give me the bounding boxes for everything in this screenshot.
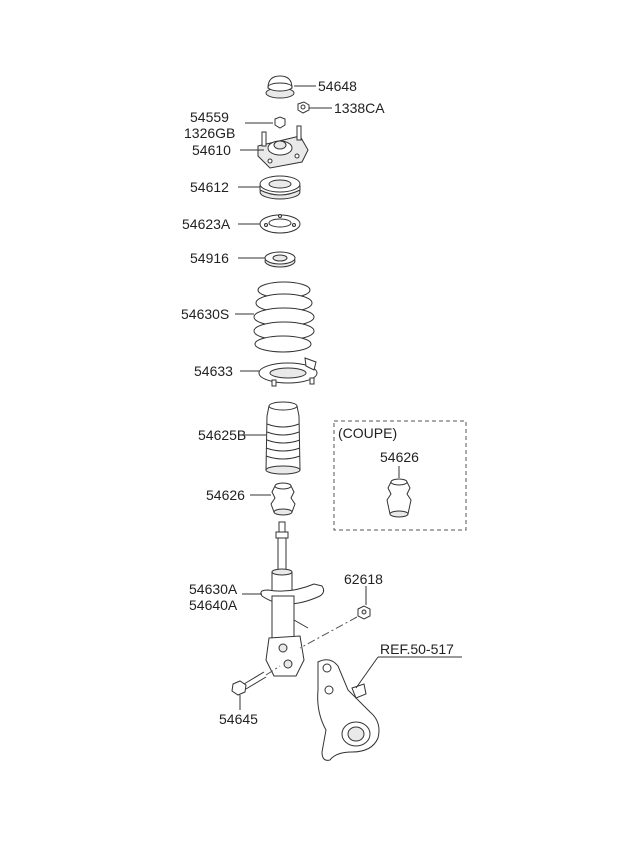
label-54916: 54916	[190, 250, 229, 266]
label-62618: 62618	[344, 571, 383, 587]
part-54630a-strut-assembly[interactable]	[260, 521, 325, 677]
label-1326gb: 1326GB	[184, 125, 235, 141]
part-54630s-coil-spring[interactable]	[253, 281, 315, 353]
label-1338ca: 1338CA	[334, 100, 385, 116]
inset-label-54626: 54626	[380, 449, 419, 465]
inset-title: (COUPE)	[338, 425, 397, 441]
label-54625b: 54625B	[198, 427, 246, 443]
part-1338ca-nut[interactable]	[297, 101, 310, 114]
part-54610-strut-mount[interactable]	[257, 125, 309, 169]
steering-knuckle[interactable]	[317, 659, 380, 761]
label-54630a: 54630A	[189, 581, 238, 597]
axis-line-lower	[265, 665, 281, 676]
label-ref-50-517[interactable]: REF.50-517	[380, 641, 454, 657]
leader-ref	[355, 656, 379, 689]
part-54625b-dust-cover[interactable]	[265, 401, 301, 475]
label-54612: 54612	[190, 179, 229, 195]
part-54623a-spring-seat[interactable]	[259, 214, 301, 234]
part-54612-bearing[interactable]	[259, 175, 301, 200]
part-62618-nut[interactable]	[357, 605, 371, 620]
label-54623a: 54623A	[182, 216, 231, 232]
label-54645: 54645	[219, 711, 258, 727]
label-54633: 54633	[194, 363, 233, 379]
part-54633-spring-pad[interactable]	[258, 357, 318, 387]
part-54648-cap[interactable]	[265, 75, 295, 99]
inset-part-54626[interactable]	[386, 478, 412, 518]
label-54640a: 54640A	[189, 597, 238, 613]
coupe-inset: (COUPE) 54626	[333, 420, 467, 531]
part-54916-insulator[interactable]	[264, 251, 296, 268]
label-54610: 54610	[192, 142, 231, 158]
axis-line-upper	[299, 616, 358, 649]
part-54626-bump-stopper[interactable]	[270, 482, 296, 516]
label-54630s: 54630S	[181, 306, 229, 322]
part-54559-nut[interactable]	[274, 116, 286, 129]
part-54645-bolt[interactable]	[231, 671, 267, 696]
label-54559: 54559	[190, 109, 229, 125]
label-54626: 54626	[206, 487, 245, 503]
label-54648: 54648	[318, 78, 357, 94]
